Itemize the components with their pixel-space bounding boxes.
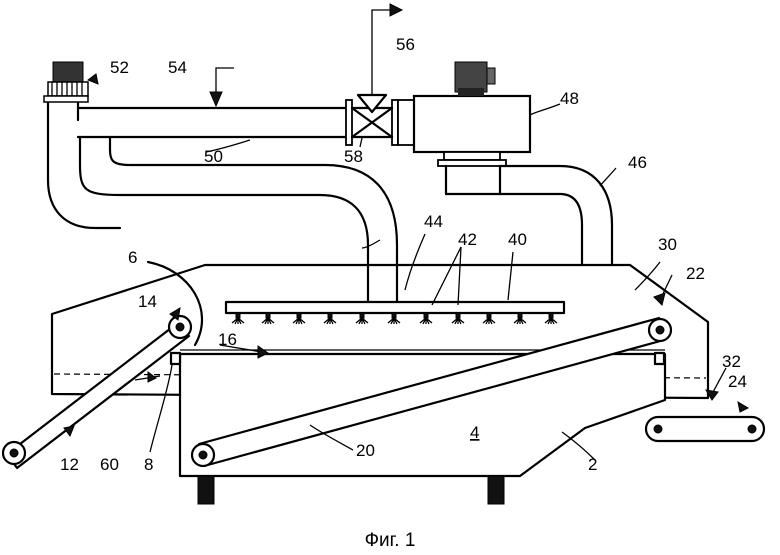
label-50: 50	[204, 147, 223, 166]
label-14: 14	[138, 292, 157, 311]
arrow-22	[654, 293, 665, 305]
figure-caption: Фиг. 1	[365, 530, 416, 551]
label-42: 42	[458, 230, 477, 249]
label-58: 58	[344, 147, 363, 166]
outlet-56-arrow	[390, 4, 402, 16]
tank-leg-right	[488, 476, 504, 504]
label-8: 8	[144, 455, 153, 474]
label-6: 6	[128, 248, 137, 267]
label-22: 22	[686, 264, 705, 283]
label-16: 16	[218, 330, 237, 349]
label-2: 2	[588, 455, 597, 474]
label-56: 56	[396, 35, 415, 54]
infeed-conveyor	[3, 316, 191, 468]
label-60: 60	[100, 455, 119, 474]
spray-nozzles	[232, 313, 557, 324]
duct-52-outer	[48, 102, 120, 228]
label-44: 44	[424, 212, 443, 231]
fan-48	[398, 62, 530, 166]
label-12: 12	[60, 455, 79, 474]
duct-46-outer	[500, 166, 612, 265]
bracket-right	[655, 353, 664, 364]
label-32: 32	[722, 352, 741, 371]
outfeed-conveyor	[646, 417, 764, 441]
spray-bar	[226, 302, 564, 313]
arrow-60	[148, 372, 156, 382]
arrow-14	[170, 308, 180, 320]
label-52: 52	[110, 58, 129, 77]
label-20: 20	[356, 441, 375, 460]
label-24: 24	[728, 372, 747, 391]
arrow-24	[738, 402, 748, 412]
arrow-52	[88, 74, 98, 84]
cap-52	[44, 62, 88, 102]
label-46: 46	[628, 153, 647, 172]
label-4: 4	[470, 423, 479, 442]
outlet-56	[372, 10, 390, 95]
duct-44	[80, 137, 368, 265]
label-30: 30	[658, 235, 677, 254]
label-40: 40	[508, 230, 527, 249]
valve-58	[346, 95, 398, 145]
tank-leg-left	[198, 476, 214, 504]
label-48: 48	[560, 89, 579, 108]
label-54: 54	[168, 58, 187, 77]
inlet-54-arrow	[210, 92, 222, 106]
bracket-left	[171, 353, 180, 364]
